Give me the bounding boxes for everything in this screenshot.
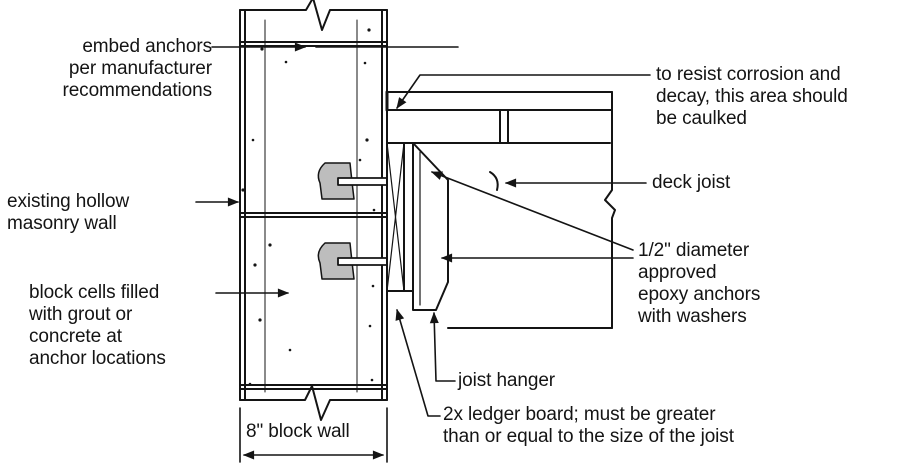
grout-bulbs [317,162,355,280]
label-line: embed anchors [82,36,212,57]
label-line: with grout or [29,304,133,325]
label-block-wall: 8" block wall [246,421,350,442]
label-line: decay, this area should [656,86,848,107]
label-line: masonry wall [7,213,117,234]
label-line: anchor locations [29,348,166,369]
label-block-cells: block cells filled with grout or concret… [29,282,166,370]
label-line: with washers [638,306,747,327]
label-embed-anchors: embed anchors per manufacturer recommend… [62,36,212,102]
label-line: than or equal to the size of the joist [443,426,734,447]
joist-hanger [412,142,449,311]
label-line: be caulked [656,108,747,129]
label-line: existing hollow [7,191,130,212]
label-line: epoxy anchors [638,284,761,305]
masonry-wall [239,9,388,401]
label-line: recommendations [62,80,212,101]
label-deck-joist: deck joist [652,172,731,193]
leader-lines [195,42,651,417]
wall-break-marks [239,0,388,421]
label-line: 2x ledger board; must be greater [443,404,716,425]
label-existing-wall: existing hollow masonry wall [7,191,129,235]
label-corrosion: to resist corrosion and decay, this area… [656,64,848,130]
label-epoxy-anchors: 1/2" diameter approved epoxy anchors wit… [638,240,760,328]
label-line: to resist corrosion and [656,64,841,85]
label-line: block cells filled [29,282,160,303]
deck-joist [386,91,616,329]
label-line: per manufacturer [68,58,212,79]
label-joist-hanger: joist hanger [458,370,556,391]
label-line: concrete at [29,326,122,347]
concrete-speckles [241,28,376,386]
ledger-board [386,142,414,292]
dimension-line [239,407,388,463]
label-ledger-board: 2x ledger board; must be greater than or… [443,404,734,448]
label-line: 1/2" diameter [638,240,750,261]
label-line: approved [638,262,717,283]
